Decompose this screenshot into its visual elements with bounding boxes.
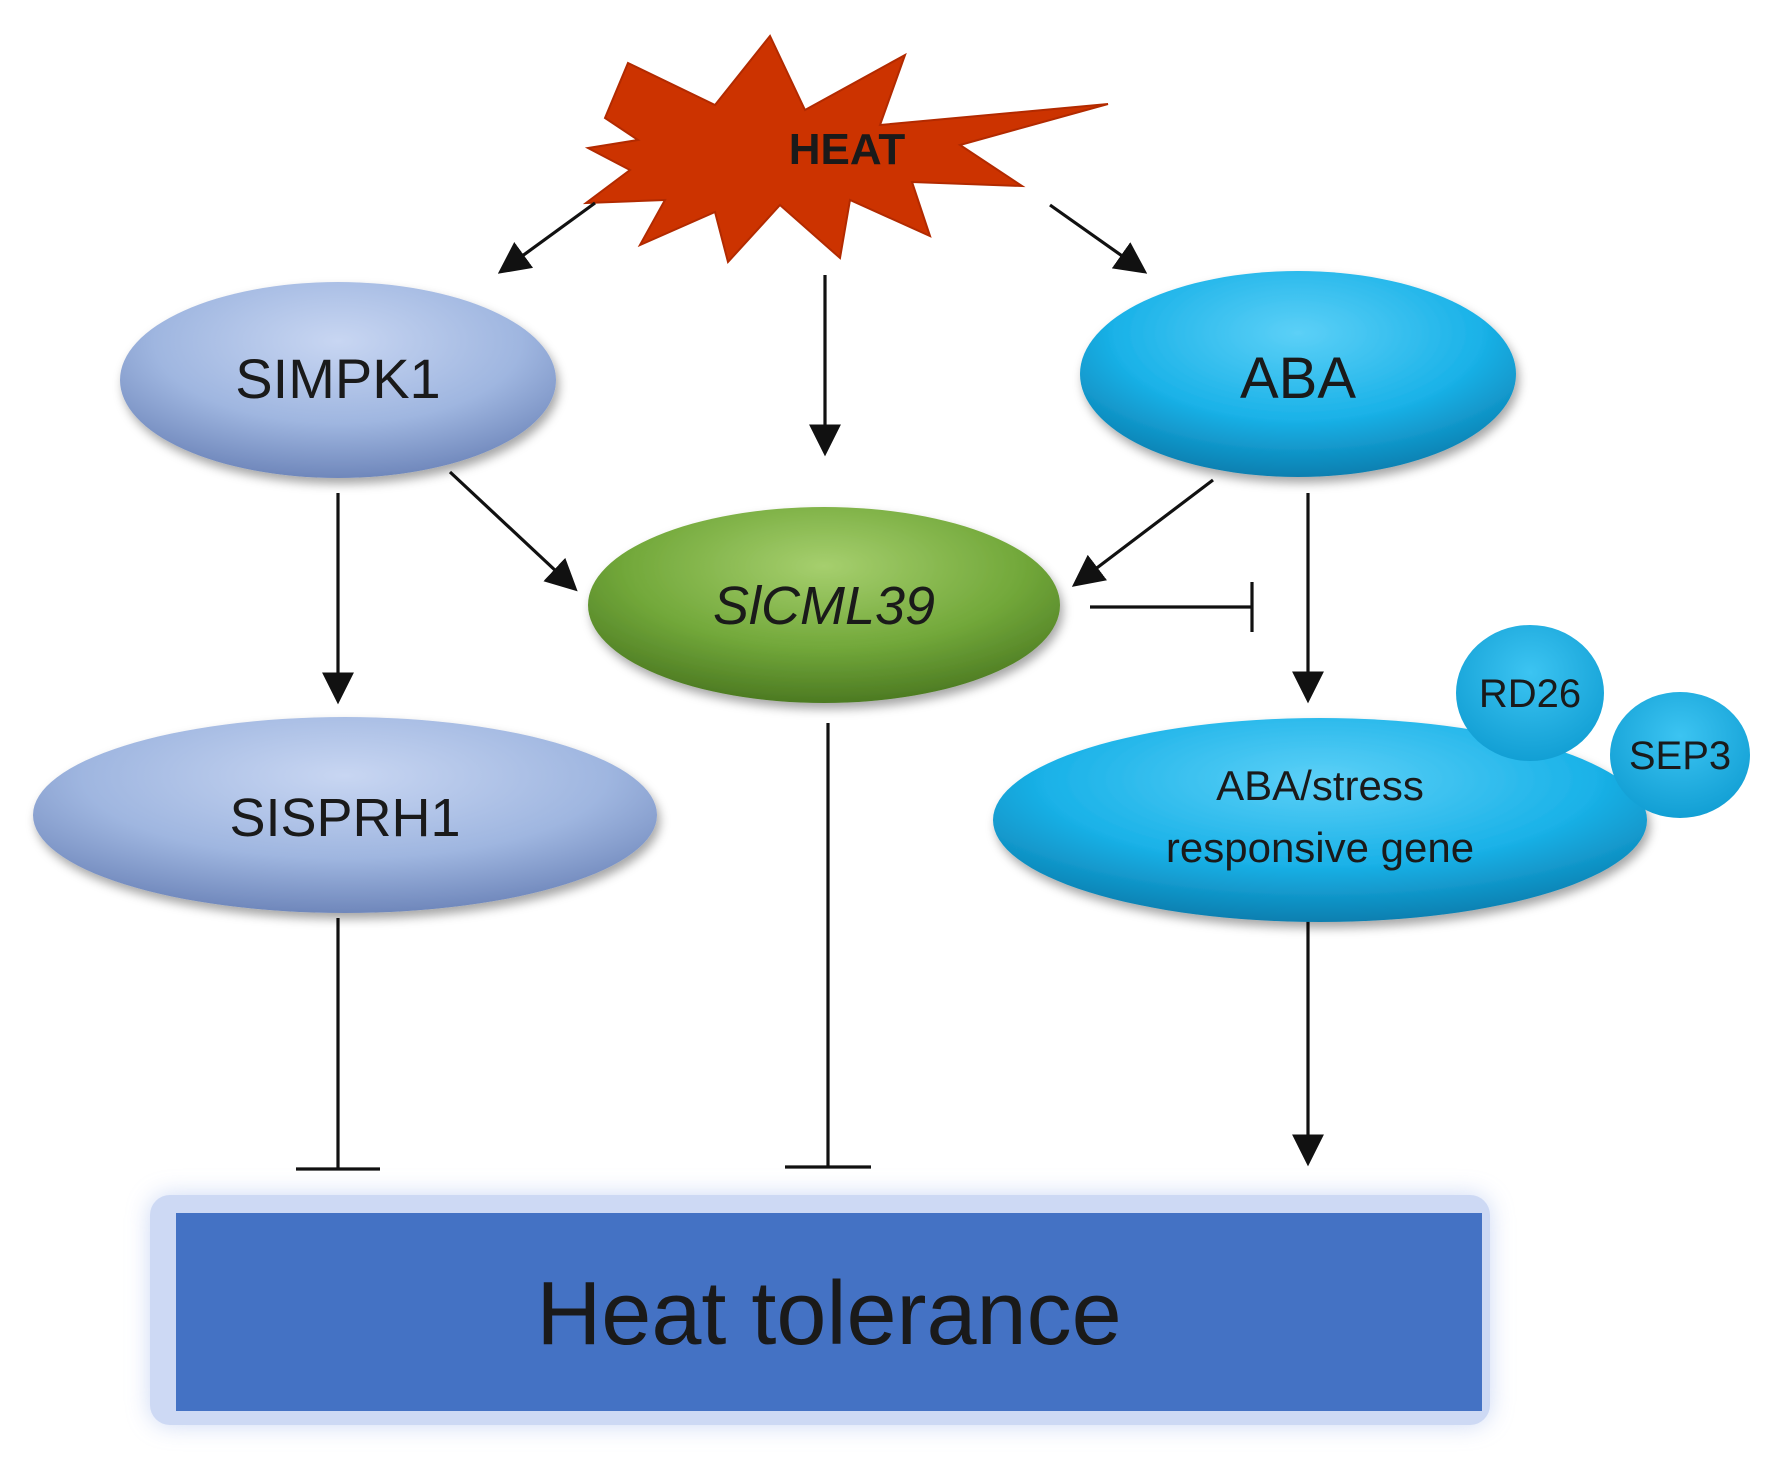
slmpk1-node: SIMPK1 [120,282,556,478]
rd26-node: RD26 [1456,625,1604,761]
edge-slsprh1-inhibits-heat-tolerance [296,918,380,1171]
heat-tolerance-box [176,1213,1482,1411]
edge-heat-to-slmpk1 [497,201,596,274]
edges [296,201,1324,1171]
slsprh1-node: SISPRH1 [33,717,657,913]
slcml39-label: SlCML39 [713,576,935,636]
aba-gene-label-line2: responsive gene [1166,824,1474,871]
edge-heat-to-aba [1049,203,1148,274]
edge-slcml39-inhibits-heat-tolerance [785,723,871,1169]
heat-label: HEAT [789,125,906,174]
aba-gene-label-line1: ABA/stress [1216,762,1424,809]
edge-slmpk1-to-slcml39 [448,470,578,592]
edge-slcml39-inhibits-aba-gene [1090,582,1254,632]
slmpk1-label: SIMPK1 [235,347,440,410]
slcml39-node: SlCML39 [588,507,1060,703]
slcml39-ellipse [588,507,1060,703]
aba-ellipse [1080,271,1516,477]
sep3-node: SEP3 [1610,692,1750,818]
rd26-ellipse [1456,625,1604,761]
slsprh1-label: SISPRH1 [229,788,460,848]
slmpk1-ellipse [120,282,556,478]
edge-aba-to-slcml39 [1071,478,1214,587]
heat-tolerance-node: Heat tolerance [150,1195,1490,1425]
heat-node: HEAT [582,34,1109,265]
rd26-label: RD26 [1479,672,1581,716]
aba-node: ABA [1080,271,1516,477]
heat-starburst [582,34,1109,265]
heat-tolerance-label: Heat tolerance [536,1264,1121,1364]
sep3-ellipse [1610,692,1750,818]
aba-label: ABA [1240,346,1356,411]
aba-gene-ellipse [993,718,1647,922]
slsprh1-ellipse [33,717,657,913]
sep3-label: SEP3 [1629,734,1731,778]
aba-gene-node: ABA/stress responsive gene [993,718,1647,922]
